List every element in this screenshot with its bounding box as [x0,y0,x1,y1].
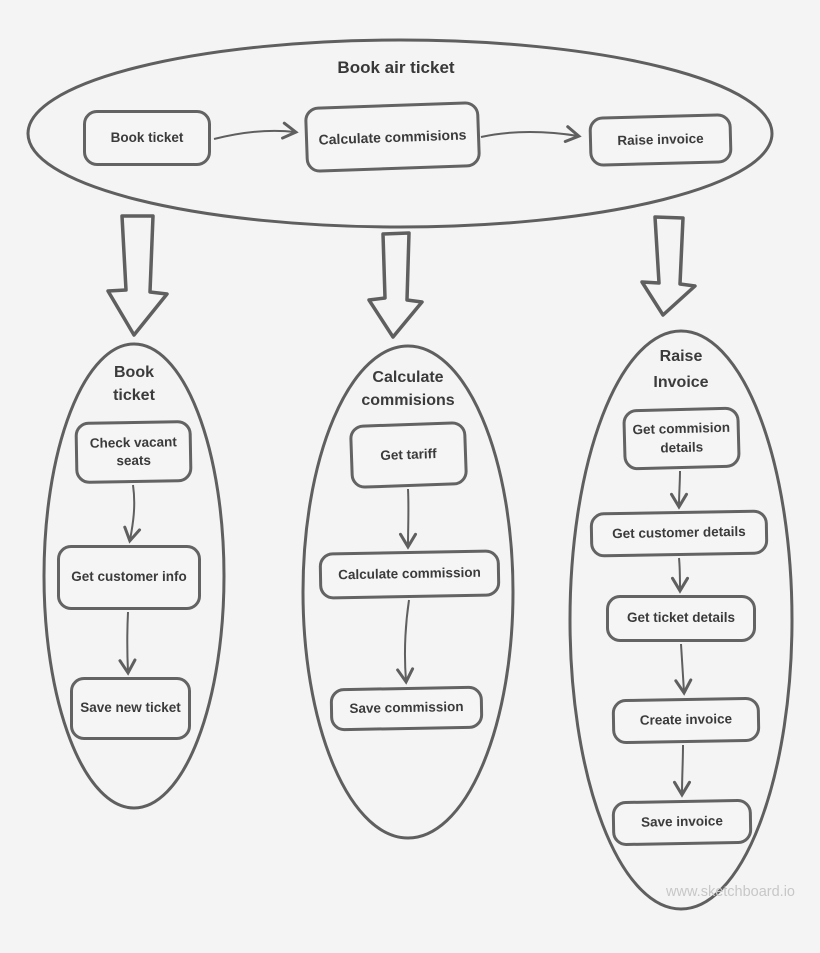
raise-invoice-title-line1: Raise [659,348,703,365]
calculate-commisions-group-title: Calculate commisions [327,366,489,412]
book-ticket-group-title: Book ticket [73,361,195,407]
node-calculate-commission: Calculate commission [318,549,501,600]
node-create-invoice: Create invoice [611,696,761,745]
overview-ellipse [26,38,774,229]
raise-invoice-title-line2: Invoice [653,374,709,391]
book-ticket-title-line1: Book [114,364,154,381]
calculate-commisions-ellipse [301,344,515,840]
overview-title: Book air ticket [337,58,455,77]
node-get-customer-info: Get customer info [57,545,201,610]
node-calculate-commisions: Calculate commisions [303,100,482,174]
connector-commisiondetails-customerdetails [670,470,689,510]
node-check-vacant-seats: Check vacant seats [74,419,193,485]
connector-checkseats-customerinfo [123,484,142,544]
connector-calccommission-savecommission [396,599,415,685]
calculate-commisions-title-line1: Calculate [372,369,444,386]
block-arrow-to-book-ticket [106,214,169,337]
sketchboard-watermark: www.sketchboard.io [666,884,795,900]
connector-customerdetails-ticketdetails [670,557,689,594]
connector-calccommisions-raiseinvoice [480,125,582,143]
node-save-new-ticket: Save new ticket [70,677,191,740]
raise-invoice-group-title: Raise Invoice [620,344,742,396]
book-ticket-title-line2: ticket [113,387,155,404]
connector-createinvoice-saveinvoice [673,744,692,798]
node-save-invoice: Save invoice [611,798,753,847]
calculate-commisions-title-line2: commisions [361,392,455,409]
connector-bookticket-calccommisions [213,121,299,140]
connector-ticketdetails-createinvoice [674,643,693,696]
node-save-commission: Save commission [329,685,484,732]
node-raise-invoice: Raise invoice [588,113,733,167]
node-get-commision-details: Get commision details [622,406,741,471]
block-arrow-to-calculate-commisions [367,231,424,339]
raise-invoice-ellipse [568,329,794,911]
node-book-ticket: Book ticket [83,110,211,166]
book-ticket-ellipse [42,342,226,810]
node-get-customer-details: Get customer details [589,509,769,558]
node-get-tariff: Get tariff [348,420,469,490]
block-arrow-to-raise-invoice [640,215,697,317]
node-get-ticket-details: Get ticket details [606,595,756,642]
connector-customerinfo-saveticket [118,611,137,676]
